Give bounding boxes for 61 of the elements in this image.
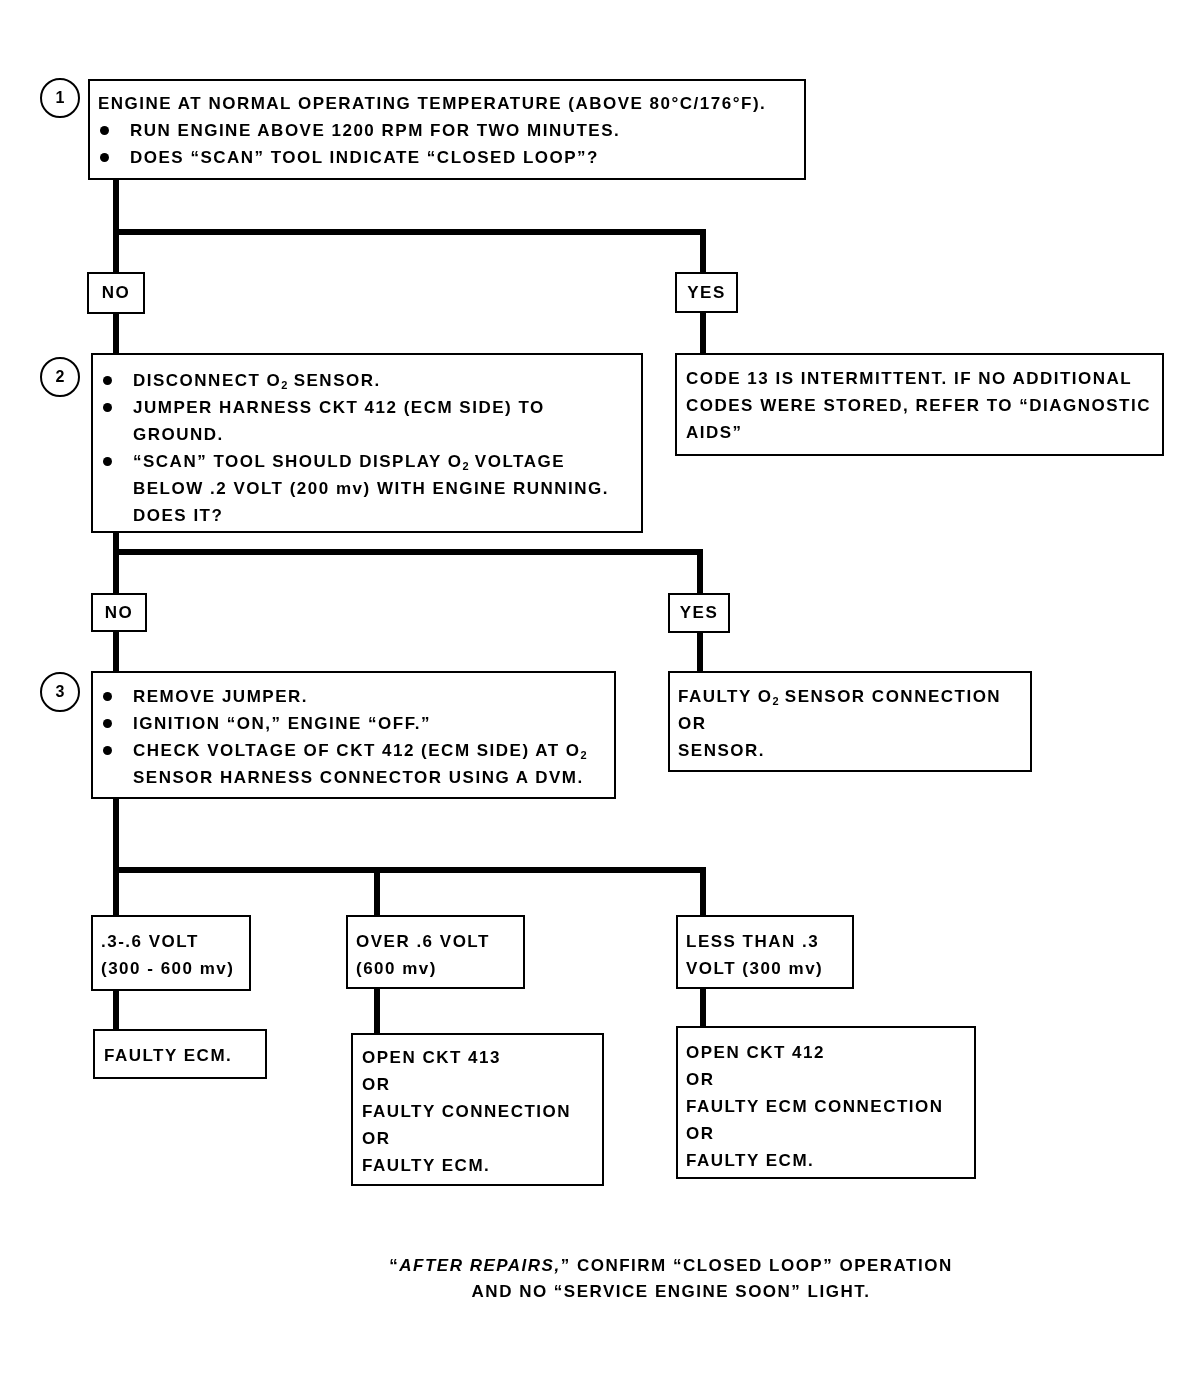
condition-text: OVER .6 VOLT (600 mv) [356,931,491,980]
connector-line [700,313,706,353]
instruction-text: REMOVE JUMPER. [133,686,309,708]
answer-label: YES [679,603,719,622]
answer-box [675,272,738,313]
step-box [91,353,643,533]
step-box [91,671,616,799]
result-text: CODE 13 IS INTERMITTENT. IF NO ADDITIONAL CODES WERE STORED, REFER TO “DIAGNOSTIC AIDS” [686,368,1152,444]
result-text: OR [686,1069,716,1091]
connector-line [113,314,119,353]
instruction-text: “SCAN” TOOL SHOULD DISPLAY O$_{2}$ VOLTAGE BELOW .2 VOLT (200 mv) WITH ENGINE RUNNING. DOES IT? [133,451,610,527]
instruction-text: CHECK VOLTAGE OF CKT 412 (ECM SIDE) AT O$_{2}$ SENSOR HARNESS CONNECTOR USING A DVM. [133,740,588,789]
connector-line [113,632,119,671]
result-box [668,671,1032,772]
result-text: FAULTY CONNECTION [362,1101,573,1123]
connector-line [113,533,703,593]
result-text: OR [362,1128,392,1150]
result-text: FAULTY ECM CONNECTION [686,1096,945,1118]
result-box [93,1029,267,1079]
connector-line [374,989,380,1033]
step-box [88,79,806,180]
step-number: 1 [55,89,65,106]
result-text: OPEN CKT 413 [362,1047,502,1069]
answer-label: NO [101,283,131,302]
answer-label: YES [687,282,726,302]
result-text: OR [678,713,708,735]
connector-line [697,633,703,671]
step-number: 2 [55,368,65,385]
result-box [676,1026,976,1179]
result-text: FAULTY ECM. [362,1155,492,1177]
caption-text: “AFTER REPAIRS,” CONFIRM “CLOSED LOOP” OPERATION AND NO “SERVICE ENGINE SOON” LIGHT. [388,1255,954,1303]
step-number: 3 [55,683,65,700]
result-box [351,1033,604,1186]
condition-box [91,915,251,991]
answer-box [87,272,145,314]
result-text: FAULTY O$_{2}$ SENSOR CONNECTION [678,686,1003,709]
result-text: OR [362,1074,392,1096]
answer-box [91,593,147,632]
result-text: SENSOR. [678,740,767,762]
result-text: OR [686,1123,716,1145]
step-number-circle [40,672,80,712]
result-box [675,353,1164,456]
result-text: OPEN CKT 412 [686,1042,826,1064]
result-text: FAULTY ECM. [686,1150,816,1172]
connector-line [700,989,706,1026]
instruction-text: RUN ENGINE ABOVE 1200 RPM FOR TWO MINUTES. [130,120,622,142]
answer-label: NO [104,602,134,622]
condition-box [346,915,525,989]
result-text: FAULTY ECM. [104,1045,234,1067]
instruction-text: DOES “SCAN” TOOL INDICATE “CLOSED LOOP”? [130,147,600,169]
connector-line [113,991,119,1029]
instruction-text: JUMPER HARNESS CKT 412 (ECM SIDE) TO GROUND. [133,397,546,446]
instruction-text: IGNITION “ON,” ENGINE “OFF.” [133,713,432,735]
step-number-circle [40,78,80,118]
condition-text: LESS THAN .3 VOLT (300 mv) [686,931,825,980]
instruction-text: ENGINE AT NORMAL OPERATING TEMPERATURE (ABOVE 80°C/176°F). [98,93,768,115]
instruction-text: DISCONNECT O$_{2}$ SENSOR. [133,370,382,393]
condition-box [676,915,854,989]
step-number-circle [40,357,80,397]
condition-text: .3-.6 VOLT (300 - 600 mv) [101,931,235,980]
answer-box [668,593,730,633]
